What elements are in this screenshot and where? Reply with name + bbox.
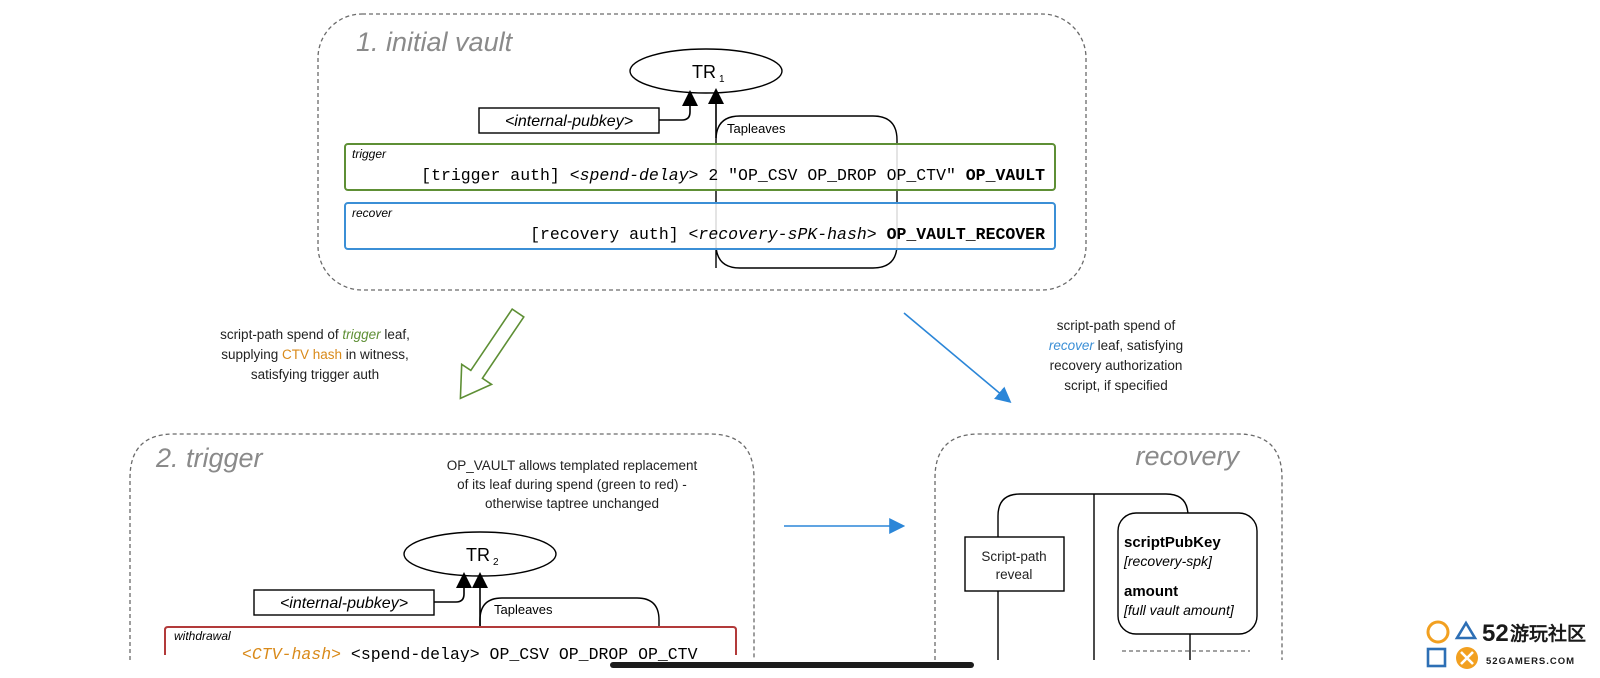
- trigger-leaf-box: [344, 143, 1056, 191]
- trigger-panel-border: [129, 433, 755, 660]
- trigger-note-line-2: of its leaf during spend (green to red) …: [457, 477, 687, 492]
- tapleaves-label-2: Tapleaves: [494, 602, 553, 617]
- recovery-tx-outline: [997, 493, 1189, 660]
- trigger-spend-arrow: [459, 307, 525, 400]
- internal-pubkey-box: [478, 107, 660, 134]
- watermark-number: 52: [1482, 620, 1509, 647]
- pubkey-arrow-2: [434, 572, 472, 603]
- amount-label: amount: [1124, 583, 1178, 600]
- tapleaves-label: Tapleaves: [727, 121, 786, 136]
- internal-pubkey-label: <internal-pubkey>: [505, 113, 633, 130]
- trigger-panel-title: 2. trigger: [155, 443, 264, 473]
- root-node-2-label: TR: [466, 545, 490, 565]
- internal-pubkey-label-2: <internal-pubkey>: [280, 595, 408, 612]
- withdrawal-leaf-script: <CTV-hash> <spend-delay> OP_CSV OP_DROP …: [242, 645, 698, 664]
- withdrawal-leaf-label: withdrawal: [174, 629, 231, 643]
- square-icon: [1426, 647, 1447, 668]
- recover-leaf-script: [recovery auth] <recovery-sPK-hash> OP_V…: [530, 225, 1045, 244]
- trigger-note-line-3: otherwise taptree unchanged: [485, 496, 659, 511]
- watermark-site: 52GAMERS.COM: [1486, 656, 1575, 667]
- circle-icon: [1426, 620, 1450, 644]
- recovery-output-box: [1117, 512, 1258, 635]
- trigger-leaf-label: trigger: [352, 147, 387, 161]
- pubkey-arrow: [659, 90, 698, 121]
- triangle-icon: [1454, 620, 1478, 640]
- script-path-reveal-box: [964, 536, 1065, 592]
- trigger-spend-caption: script-path spend of trigger leaf, suppl…: [220, 327, 410, 382]
- tapleaves-bracket-2: [479, 597, 660, 640]
- root-node-label: TR: [692, 62, 716, 82]
- spk-value: [recovery-spk]: [1123, 553, 1213, 569]
- recover-leaf-box: [344, 202, 1056, 250]
- home-indicator-bar[interactable]: [610, 662, 974, 668]
- trigger-panel: 2. trigger OP_VAULT allows templated rep…: [129, 433, 755, 664]
- tapleaves-bracket: [715, 115, 898, 269]
- trigger-note-line-1: OP_VAULT allows templated replacement: [447, 458, 698, 473]
- watermark-logo: 52 游玩社区 52GAMERS.COM: [1426, 620, 1586, 669]
- recovery-panel: recovery Script-path reveal scriptPubKey…: [934, 433, 1283, 660]
- initial-vault-panel: 1. initial vault TR 1 <internal-pubkey> …: [317, 13, 1087, 291]
- recover-caption-line-3: recovery authorization: [1050, 358, 1183, 373]
- root-node-tr1: [629, 48, 783, 94]
- recover-spend-caption: script-path spend of recover leaf, satis…: [1049, 318, 1183, 393]
- watermark-cn: 游玩社区: [1510, 622, 1586, 645]
- trigger-leaf-script: [trigger auth] <spend-delay> 2 "OP_CSV O…: [421, 166, 1045, 185]
- trigger-caption-line-1: script-path spend of trigger leaf,: [220, 327, 410, 342]
- recover-caption-line-1: script-path spend of: [1057, 318, 1176, 333]
- internal-pubkey-box-2: [253, 589, 435, 616]
- recovery-panel-title: recovery: [1135, 441, 1240, 471]
- root-node-subscript: 1: [719, 74, 725, 85]
- recover-spend-arrow: [903, 312, 1012, 404]
- script-path-reveal-line-1: Script-path: [981, 549, 1046, 564]
- recover-caption-line-2: recover leaf, satisfying: [1049, 338, 1183, 353]
- spk-label: scriptPubKey: [1124, 534, 1221, 551]
- withdrawal-leaf-box: [164, 626, 737, 655]
- trigger-caption-line-2: supplying CTV hash in witness,: [221, 347, 409, 362]
- amount-value: [full vault amount]: [1123, 602, 1235, 618]
- trigger-caption-line-3: satisfying trigger auth: [251, 367, 379, 382]
- bottom-crop: [0, 662, 1400, 678]
- recover-leaf-label: recover: [352, 206, 393, 220]
- initial-vault-title: 1. initial vault: [356, 27, 514, 57]
- recover-caption-line-4: script, if specified: [1064, 378, 1168, 393]
- initial-vault-border: [317, 13, 1087, 291]
- script-path-reveal-line-2: reveal: [996, 567, 1033, 582]
- root-node-2-subscript: 2: [493, 557, 499, 568]
